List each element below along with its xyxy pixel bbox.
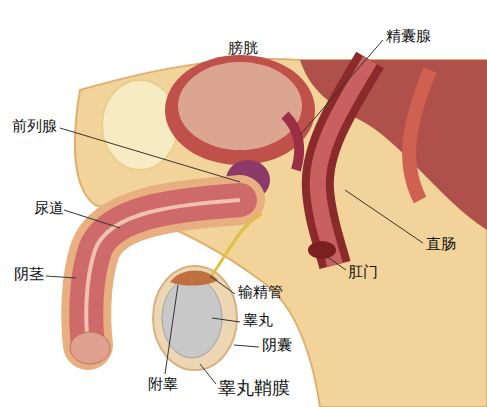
part-label: 肛门 bbox=[348, 264, 378, 281]
glans bbox=[70, 332, 110, 364]
part-label: 睾丸 bbox=[243, 312, 273, 329]
rectum-wall bbox=[318, 60, 370, 265]
bladder-wall bbox=[165, 55, 315, 165]
part-label: 阴茎 bbox=[14, 266, 44, 283]
part-label: 直肠 bbox=[426, 236, 456, 253]
bladder bbox=[178, 62, 302, 150]
pubic-bone bbox=[102, 80, 178, 170]
part-label: 尿道 bbox=[34, 200, 64, 217]
part-label: 阴囊 bbox=[262, 337, 292, 354]
part-label: 膀胱 bbox=[228, 40, 258, 57]
scrotum bbox=[153, 266, 237, 370]
part-label: 前列腺 bbox=[12, 118, 57, 135]
body-tissue bbox=[75, 59, 487, 407]
rectum-lumen bbox=[318, 60, 370, 265]
part-label: 输精管 bbox=[238, 284, 283, 301]
epididymis bbox=[170, 270, 218, 285]
leader-lines bbox=[46, 40, 423, 384]
part-label: 睾丸鞘膜 bbox=[218, 378, 290, 399]
anus bbox=[308, 241, 336, 259]
part-label: 精囊腺 bbox=[386, 28, 431, 45]
part-label: 附睾 bbox=[148, 376, 178, 393]
seminal-vesicle bbox=[285, 115, 299, 170]
colon bbox=[409, 70, 430, 200]
vas-deferens bbox=[212, 214, 262, 275]
